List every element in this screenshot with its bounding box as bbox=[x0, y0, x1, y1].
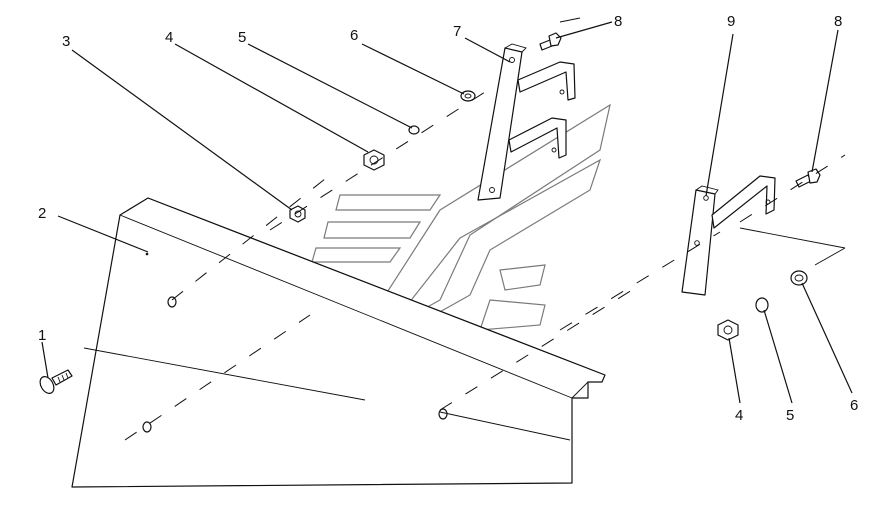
callout-5-upper: 5 bbox=[238, 29, 246, 46]
bolt-8-upper bbox=[539, 32, 562, 51]
callout-3: 3 bbox=[62, 33, 70, 50]
bolt-1 bbox=[39, 369, 73, 394]
callout-6-lower: 6 bbox=[850, 397, 858, 414]
cover-panel bbox=[71, 197, 606, 488]
assembly-axes bbox=[83, 17, 846, 441]
nut-4-upper bbox=[363, 149, 385, 171]
callout-6-upper: 6 bbox=[350, 27, 358, 44]
mounting-bracket-upper bbox=[477, 43, 576, 201]
washer-6-lower bbox=[790, 270, 808, 286]
hardware bbox=[39, 32, 821, 433]
callout-4-upper: 4 bbox=[165, 29, 173, 46]
callout-2: 2 bbox=[38, 205, 46, 222]
washer-6-upper bbox=[460, 90, 476, 102]
nut-4-lower bbox=[717, 319, 739, 341]
leader-lines bbox=[41, 21, 853, 404]
callout-8-right: 8 bbox=[834, 13, 842, 30]
panel-stud-b bbox=[142, 421, 152, 433]
lock-washer-5-lower bbox=[755, 297, 769, 313]
callout-9: 9 bbox=[727, 13, 735, 30]
mounting-bracket-right bbox=[681, 175, 776, 296]
callout-4-lower: 4 bbox=[735, 407, 743, 424]
callout-8-upper: 8 bbox=[614, 13, 622, 30]
callout-1: 1 bbox=[38, 327, 46, 344]
callout-5-lower: 5 bbox=[786, 407, 794, 424]
panel-stud-c bbox=[438, 408, 448, 420]
panel-stud-a bbox=[167, 296, 177, 308]
callout-labels: 1 2 3 4 5 6 7 8 9 8 4 5 6 bbox=[38, 13, 858, 424]
callout-7: 7 bbox=[453, 23, 461, 40]
